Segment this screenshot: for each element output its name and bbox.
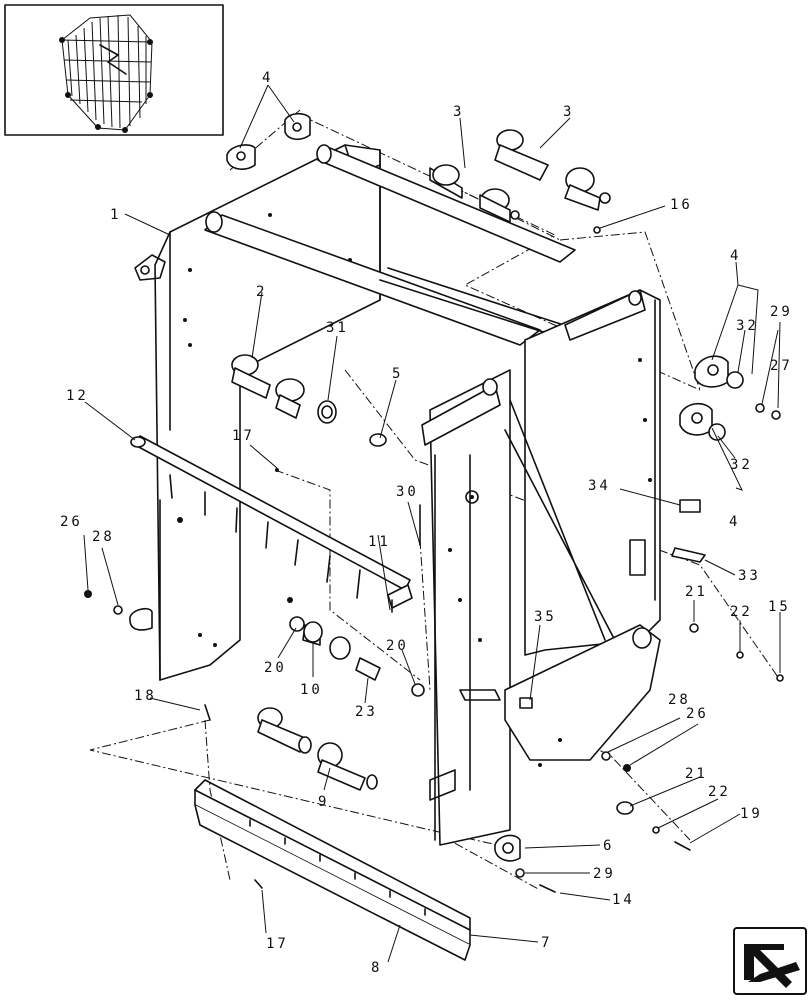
callout-11: 11 bbox=[368, 534, 391, 550]
callout-29a: 29 bbox=[770, 304, 793, 320]
callout-3a: 3 bbox=[453, 104, 464, 120]
callout-32a: 32 bbox=[736, 318, 759, 334]
callout-32b: 32 bbox=[730, 457, 753, 473]
frame-rollers bbox=[204, 144, 611, 351]
callout-4c: 4 bbox=[729, 514, 740, 530]
callout-35: 35 bbox=[534, 609, 557, 625]
callout-3b: 3 bbox=[563, 104, 574, 120]
callout-26b: 26 bbox=[686, 706, 709, 722]
callout-33: 33 bbox=[738, 568, 761, 584]
thumbnail-inset bbox=[4, 4, 224, 136]
baler-chamber-thumbnail-icon bbox=[59, 14, 153, 133]
callout-22b: 22 bbox=[708, 784, 731, 800]
next-page-arrow-icon[interactable] bbox=[733, 927, 807, 995]
callout-34: 34 bbox=[588, 478, 611, 494]
callout-7: 7 bbox=[541, 935, 552, 951]
cross-shaft-12 bbox=[130, 435, 413, 609]
callout-4b: 4 bbox=[730, 248, 741, 264]
callout-31: 31 bbox=[326, 320, 349, 336]
callout-29b: 29 bbox=[593, 866, 616, 882]
bottom-channel bbox=[194, 779, 471, 961]
callout-21a: 21 bbox=[685, 584, 708, 600]
callout-1: 1 bbox=[110, 207, 121, 223]
callout-27: 27 bbox=[770, 358, 793, 374]
rollers-9 bbox=[257, 707, 378, 791]
right-panel-holes bbox=[448, 358, 652, 767]
leader-lines bbox=[83, 84, 781, 963]
callout-10: 10 bbox=[300, 682, 323, 698]
callout-20a: 20 bbox=[264, 660, 287, 676]
callouts: 1 2 3 3 4 4 4 5 6 7 8 9 10 11 12 14 15 1… bbox=[60, 70, 793, 976]
callout-18: 18 bbox=[134, 688, 157, 704]
callout-28a: 28 bbox=[92, 529, 115, 545]
callout-19: 19 bbox=[740, 806, 763, 822]
callout-28b: 28 bbox=[668, 692, 691, 708]
callout-22a: 22 bbox=[730, 604, 753, 620]
callout-17a: 17 bbox=[232, 428, 255, 444]
callout-20b: 20 bbox=[386, 638, 409, 654]
hardware-parts bbox=[84, 226, 784, 893]
callout-21b: 21 bbox=[685, 766, 708, 782]
callout-2: 2 bbox=[256, 284, 267, 300]
right-side-panel bbox=[421, 289, 661, 846]
callout-4a: 4 bbox=[262, 70, 273, 86]
left-side-panel bbox=[129, 144, 381, 681]
rollers-3 bbox=[429, 129, 611, 223]
callout-30: 30 bbox=[396, 484, 419, 500]
callout-12: 12 bbox=[66, 388, 89, 404]
callout-26a: 26 bbox=[60, 514, 83, 530]
rollers-2-31 bbox=[231, 354, 387, 447]
callout-8: 8 bbox=[371, 960, 382, 976]
callout-15: 15 bbox=[768, 599, 791, 615]
callout-23: 23 bbox=[355, 704, 378, 720]
callout-6: 6 bbox=[603, 838, 614, 854]
top-bearings bbox=[226, 112, 311, 170]
callout-16: 16 bbox=[670, 197, 693, 213]
callout-9: 9 bbox=[318, 794, 329, 810]
callout-14: 14 bbox=[612, 892, 635, 908]
callout-17b: 17 bbox=[266, 936, 289, 952]
callout-5: 5 bbox=[392, 366, 403, 382]
right-bearings bbox=[679, 355, 781, 441]
